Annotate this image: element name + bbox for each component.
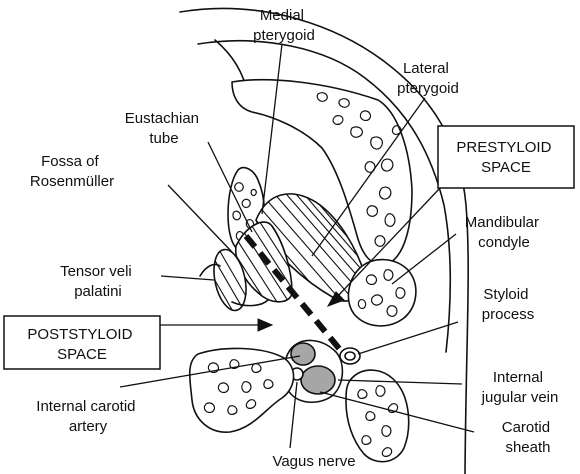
label-tensor-veli-palatini: Tensor veli palatini bbox=[60, 263, 136, 300]
label-fossa-of-rosenmuller: Fossa of Rosenmüller bbox=[30, 153, 114, 190]
mandibular-condyle bbox=[348, 260, 415, 326]
label-eustachian-tube: Eustachian tube bbox=[125, 110, 203, 147]
styloid-process bbox=[340, 348, 360, 364]
label-lateral-pterygoid: Lateral pterygoid bbox=[397, 60, 459, 97]
label-internal-carotid-artery: Internal carotid artery bbox=[36, 398, 139, 435]
label-internal-jugular-vein: Internal jugular vein bbox=[481, 369, 559, 406]
label-vagus-nerve: Vagus nerve bbox=[272, 453, 355, 470]
prestyloid-space-box bbox=[438, 126, 574, 188]
internal-carotid-artery bbox=[291, 343, 315, 365]
label-styloid-process: Styloid process bbox=[482, 286, 535, 323]
label-mandibular-condyle: Mandibular condyle bbox=[465, 214, 543, 251]
internal-jugular-vein bbox=[301, 366, 335, 394]
vertebral-bone bbox=[190, 348, 294, 432]
label-carotid-sheath: Carotid sheath bbox=[502, 419, 555, 456]
mastoid-bone bbox=[346, 370, 409, 462]
poststyloid-arrow bbox=[160, 319, 272, 331]
label-medial-pterygoid: Medial pterygoid bbox=[253, 7, 315, 44]
